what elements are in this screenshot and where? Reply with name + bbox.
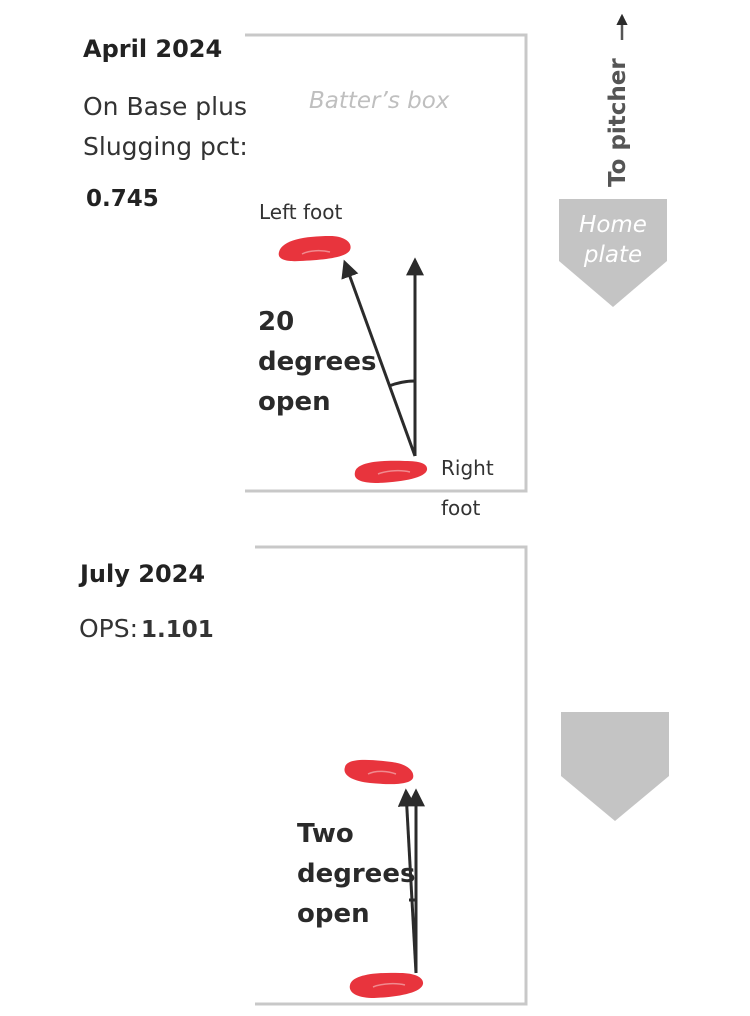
right-foot-label-line1: Right [441, 456, 494, 480]
ops-stat-july: OPS:1.101 [79, 614, 214, 643]
batters-box-july [255, 545, 528, 1006]
right-foot-july [349, 972, 424, 998]
stat-label-line2-april: Slugging pct: [83, 132, 248, 161]
angle-arc-april [388, 379, 416, 388]
batters-box-april [245, 33, 528, 493]
panel-title-april: April 2024 [83, 35, 223, 63]
left-foot-label: Left foot [259, 200, 343, 224]
stat-value-april: 0.745 [86, 186, 159, 212]
left-foot-april [278, 236, 351, 262]
angle-label-line1-july: Two [297, 819, 354, 849]
panel-title-july: July 2024 [80, 560, 206, 588]
right-foot-april [354, 460, 428, 483]
home-plate-label-line2: plate [583, 242, 643, 268]
angle-label-line2-april: degrees [258, 347, 377, 377]
home-plate-july [561, 712, 669, 821]
stat-label-july: OPS: [79, 614, 139, 643]
home-plate-label-line1: Home [579, 212, 647, 238]
batters-box-label: Batter’s box [309, 88, 450, 114]
angle-label-line1-april: 20 [258, 307, 295, 337]
angle-label-line2-july: degrees [297, 859, 416, 889]
angle-label-line3-july: open [297, 899, 370, 929]
stat-value-july: 1.101 [141, 617, 214, 643]
stance-arrow-july [397, 788, 418, 974]
home-plate-april [559, 199, 667, 307]
right-foot-label-line2: foot [441, 496, 481, 520]
stat-label-line1-april: On Base plus [83, 92, 247, 121]
to-pitcher-label: To pitcher [605, 58, 631, 187]
angle-label-line3-april: open [258, 387, 331, 417]
stance-arrow-april [341, 259, 417, 457]
